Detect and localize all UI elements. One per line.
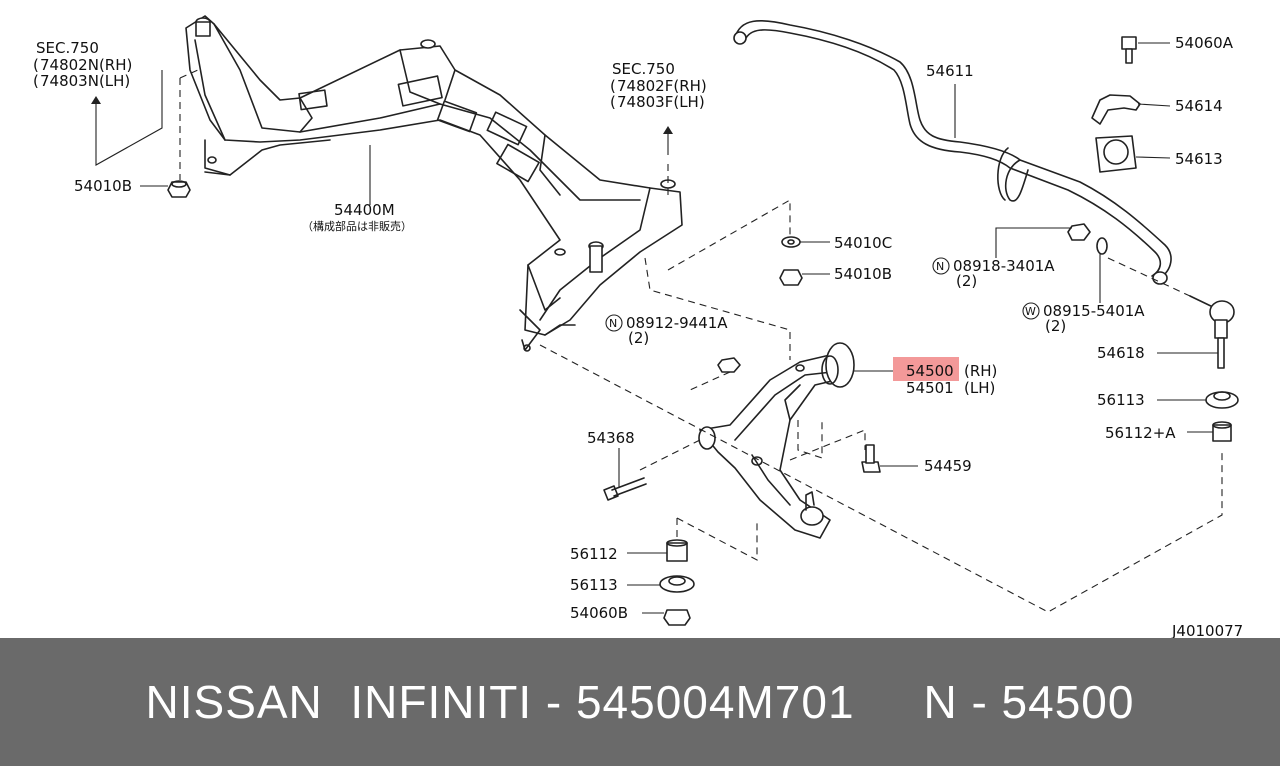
label-paren-open-1: ( — [33, 56, 39, 74]
label-74802n: 74802N(RH) — [40, 56, 132, 74]
part-labels: SEC.750 ( 74802N(RH) ( 74803N(LH) SEC.75… — [33, 34, 1243, 638]
label-paren-open-3: ( — [610, 77, 616, 95]
footer-part-number: NISSAN INFINITI - 545004M701 N - 54500 — [145, 676, 1135, 728]
label-08912-qty: (2) — [628, 329, 649, 347]
dashed-reference-lines — [179, 69, 1223, 613]
front-crossmember-drawing — [185, 15, 683, 352]
label-08918-qty: (2) — [956, 272, 977, 290]
label-74803n: 74803N(LH) — [40, 72, 130, 90]
circle-w-marker — [1022, 302, 1040, 320]
label-54618: 54618 — [1097, 344, 1145, 362]
label-74802f: 74802F(RH) — [617, 77, 707, 95]
label-54060a: 54060A — [1175, 34, 1234, 52]
label-54368: 54368 — [587, 429, 635, 447]
label-54400m: 54400M — [334, 201, 395, 219]
label-sec750-left: SEC.750 — [36, 39, 99, 57]
label-56113-right: 56113 — [1097, 391, 1145, 409]
label-54613: 54613 — [1175, 150, 1223, 168]
label-54500-side: (RH) — [964, 362, 997, 380]
label-54501: 54501 — [906, 379, 954, 397]
label-circle-n-1: N — [936, 260, 944, 273]
diagram-id: J4010077 — [1171, 622, 1243, 638]
part-highlight — [893, 357, 959, 381]
label-08915: 08915-5401A — [1043, 302, 1145, 320]
label-sec750-right: SEC.750 — [612, 60, 675, 78]
label-56113-low: 56113 — [570, 576, 618, 594]
label-circle-w: W — [1025, 305, 1036, 318]
circle-n-marker-2 — [605, 314, 623, 332]
label-54010b-left: 54010B — [74, 177, 132, 195]
label-54010c: 54010C — [834, 234, 892, 252]
label-paren-open-4: ( — [610, 93, 616, 111]
label-54500: 54500 — [906, 362, 954, 380]
footer-banner: NISSAN INFINITI - 545004M701 N - 54500 — [0, 638, 1280, 766]
label-56112: 56112 — [570, 545, 618, 563]
label-56112a: 56112+A — [1105, 424, 1176, 442]
label-54614: 54614 — [1175, 97, 1223, 115]
label-54060b: 54060B — [570, 604, 628, 622]
label-54010b-right: 54010B — [834, 265, 892, 283]
label-08912: 08912-9441A — [626, 314, 728, 332]
label-54501-side: (LH) — [964, 379, 995, 397]
circle-n-marker-1 — [932, 257, 950, 275]
label-54459: 54459 — [924, 457, 972, 475]
parts-diagram: SEC.750 ( 74802N(RH) ( 74803N(LH) SEC.75… — [33, 15, 1243, 638]
leader-lines — [91, 42, 1218, 614]
label-08915-qty: (2) — [1045, 317, 1066, 335]
label-54611: 54611 — [926, 62, 974, 80]
label-54400m-note: （構成部品は非販売） — [302, 219, 412, 233]
label-paren-open-2: ( — [33, 72, 39, 90]
label-74803f: 74803F(LH) — [617, 93, 705, 111]
label-circle-n-2: N — [609, 317, 617, 330]
label-08918: 08918-3401A — [953, 257, 1055, 275]
hardware-drawings — [167, 36, 1239, 626]
lower-arm-drawing — [698, 342, 855, 539]
